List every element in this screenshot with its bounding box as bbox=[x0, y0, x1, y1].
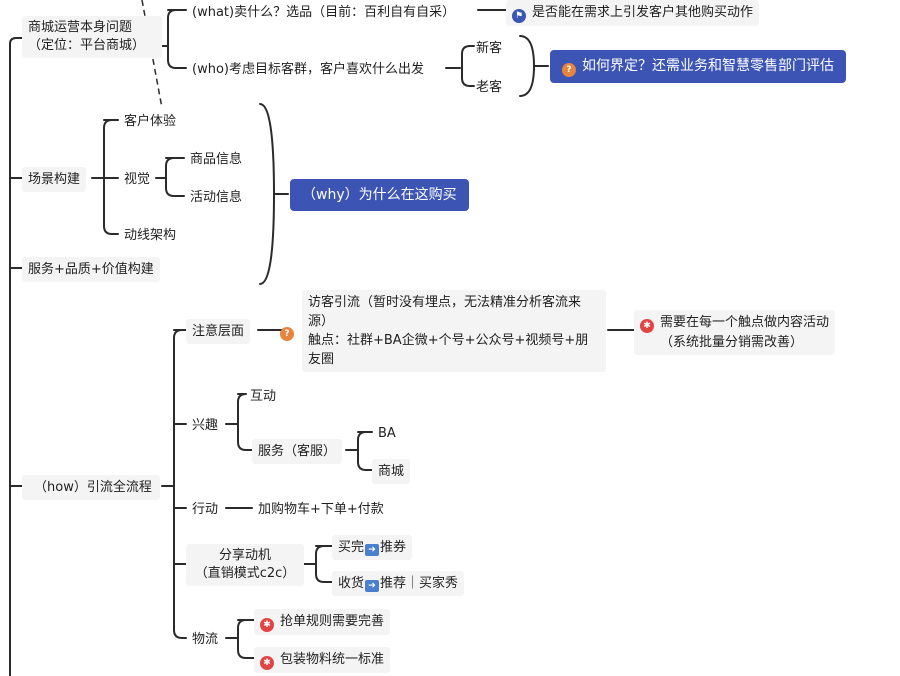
who-note-label: 如何界定？还需业务和智慧零售部门评估 bbox=[582, 58, 834, 74]
service-node[interactable]: 服务（客服） bbox=[252, 439, 343, 464]
star-icon: ✱ bbox=[640, 319, 654, 333]
what-note-label: 是否能在需求上引发客户其他购买动作 bbox=[532, 5, 754, 20]
interact-node[interactable]: 互动 bbox=[244, 384, 282, 409]
service-quality-node[interactable]: 服务+品质+价值构建 bbox=[22, 257, 160, 282]
arrow-right-icon: ➔ bbox=[365, 544, 380, 556]
attention-label: 注意层面 bbox=[192, 324, 245, 339]
attention-question-icon-wrap: ? bbox=[280, 321, 300, 341]
visitor-note-line1: 访客引流（暂时没有埋点，无法精准分析客流来源） bbox=[308, 295, 582, 329]
interest-label: 兴趣 bbox=[192, 418, 219, 433]
share-buy-pre: 买完 bbox=[338, 540, 365, 555]
new-customer-label: 新客 bbox=[476, 41, 503, 56]
touchpoint-note-line1: 需要在每一个触点做内容活动 bbox=[660, 315, 830, 330]
share-receive-node[interactable]: 收货➔推荐｜买家秀 bbox=[332, 571, 465, 596]
grab-rule-node[interactable]: ✱ 抢单规则需要完善 bbox=[254, 609, 391, 635]
action-detail-node[interactable]: 加购物车+下单+付款 bbox=[252, 497, 390, 522]
share-receive-pre: 收货 bbox=[338, 576, 365, 591]
mall-label: 商城 bbox=[378, 464, 405, 479]
share-label-line1: 分享动机 bbox=[218, 548, 271, 563]
experience-node[interactable]: 客户体验 bbox=[118, 109, 182, 134]
arrow-right-icon: ➔ bbox=[365, 580, 380, 592]
share-receive-post: 推荐｜买家秀 bbox=[380, 576, 459, 591]
visitor-note-node[interactable]: 访客引流（暂时没有埋点，无法精准分析客流来源） 触点：社群+BA企微+个号+公众… bbox=[302, 290, 606, 372]
share-buy-post: 推券 bbox=[380, 540, 407, 555]
how-label: （how）引流全流程 bbox=[34, 480, 152, 495]
grab-rule-label: 抢单规则需要完善 bbox=[280, 614, 385, 629]
what-label: (what)卖什么？选品（目前：百利自有自采） bbox=[192, 5, 456, 20]
question-icon: ? bbox=[562, 63, 576, 77]
ba-node[interactable]: BA bbox=[372, 421, 402, 446]
share-node[interactable]: 分享动机 （直销模式c2c） bbox=[186, 544, 304, 586]
scene-label: 场景构建 bbox=[28, 172, 81, 187]
flag-icon: ⚑ bbox=[512, 9, 526, 23]
action-label: 行动 bbox=[192, 502, 219, 517]
logistics-label: 物流 bbox=[192, 632, 219, 647]
mall-issue-title: 商城运营本身问题 bbox=[28, 20, 133, 35]
mall-issue-subtitle: （定位：平台商城） bbox=[28, 38, 146, 53]
new-customer-node[interactable]: 新客 bbox=[470, 36, 508, 61]
who-label: (who)考虑目标客群，客户喜欢什么出发 bbox=[192, 62, 424, 77]
share-label-line2: （直销模式c2c） bbox=[194, 566, 296, 581]
service-quality-label: 服务+品质+价值构建 bbox=[28, 262, 154, 277]
why-note-label: （why）为什么在这购买 bbox=[302, 187, 457, 203]
what-note-node[interactable]: ⚑ 是否能在需求上引发客户其他购买动作 bbox=[506, 0, 760, 26]
ba-label: BA bbox=[378, 426, 396, 441]
touchpoint-note-node[interactable]: ✱ 需要在每一个触点做内容活动 （系统批量分销需改善） bbox=[634, 310, 836, 355]
visitor-note-line2: 触点：社群+BA企微+个号+公众号+视频号+朋友圈 bbox=[308, 333, 589, 367]
packaging-label: 包装物料统一标准 bbox=[280, 652, 385, 667]
service-label: 服务（客服） bbox=[258, 444, 337, 459]
interest-node[interactable]: 兴趣 bbox=[186, 413, 224, 438]
packaging-node[interactable]: ✱ 包装物料统一标准 bbox=[254, 647, 391, 673]
action-node[interactable]: 行动 bbox=[186, 497, 224, 522]
why-note-tag[interactable]: （why）为什么在这购买 bbox=[290, 179, 469, 211]
activity-info-label: 活动信息 bbox=[190, 190, 243, 205]
how-node[interactable]: （how）引流全流程 bbox=[22, 475, 160, 500]
question-icon: ? bbox=[280, 327, 294, 341]
star-icon: ✱ bbox=[260, 656, 274, 670]
logistics-node[interactable]: 物流 bbox=[186, 627, 224, 652]
share-buy-node[interactable]: 买完➔推券 bbox=[332, 535, 413, 560]
product-info-label: 商品信息 bbox=[190, 152, 243, 167]
visual-node[interactable]: 视觉 bbox=[118, 167, 156, 192]
old-customer-node[interactable]: 老客 bbox=[470, 75, 508, 100]
visual-label: 视觉 bbox=[124, 172, 151, 187]
star-icon: ✱ bbox=[260, 618, 274, 632]
action-detail-label: 加购物车+下单+付款 bbox=[258, 502, 384, 517]
experience-label: 客户体验 bbox=[124, 114, 177, 129]
interact-label: 互动 bbox=[250, 389, 277, 404]
scene-node[interactable]: 场景构建 bbox=[22, 167, 87, 192]
attention-node[interactable]: 注意层面 bbox=[186, 319, 251, 344]
who-node[interactable]: (who)考虑目标客群，客户喜欢什么出发 bbox=[186, 57, 430, 82]
activity-info-node[interactable]: 活动信息 bbox=[184, 185, 248, 210]
product-info-node[interactable]: 商品信息 bbox=[184, 147, 248, 172]
old-customer-label: 老客 bbox=[476, 80, 503, 95]
flow-arch-node[interactable]: 动线架构 bbox=[118, 223, 182, 248]
mall-node[interactable]: 商城 bbox=[372, 459, 411, 484]
what-node[interactable]: (what)卖什么？选品（目前：百利自有自采） bbox=[186, 0, 461, 25]
touchpoint-note-line2: （系统批量分销需改善） bbox=[660, 335, 804, 350]
mall-issue-node[interactable]: 商城运营本身问题 （定位：平台商城） bbox=[22, 16, 162, 58]
flow-arch-label: 动线架构 bbox=[124, 228, 177, 243]
who-note-tag[interactable]: ? 如何界定？还需业务和智慧零售部门评估 bbox=[550, 50, 846, 83]
